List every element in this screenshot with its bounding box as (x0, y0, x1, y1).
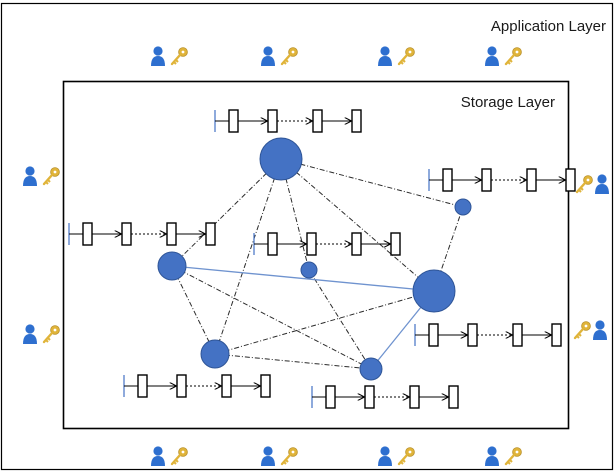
user-key-pair (378, 446, 415, 466)
user-icon (595, 174, 609, 194)
blockchain-icon (311, 385, 459, 409)
storage-node (300, 261, 318, 279)
user-icon (485, 446, 499, 466)
user-key-pair (573, 320, 607, 340)
block (364, 385, 375, 409)
user-key-pair (485, 46, 522, 66)
block (351, 109, 362, 133)
block (565, 168, 576, 192)
key-icon (42, 325, 60, 344)
key-icon (504, 47, 522, 66)
block (448, 385, 459, 409)
block (166, 222, 177, 246)
user-icon (23, 166, 37, 186)
storage-node (454, 198, 472, 216)
blockchain-icon (414, 323, 562, 347)
dashed-link-n3-n7 (171, 265, 372, 370)
block (526, 168, 537, 192)
storage-node (200, 339, 230, 369)
dashed-link-n1-n3 (171, 158, 282, 267)
key-icon (170, 47, 188, 66)
application-layer-label: Application Layer (491, 18, 606, 35)
block (428, 323, 439, 347)
key-icon (397, 447, 415, 466)
key-icon (42, 167, 60, 186)
user-icon (261, 446, 275, 466)
block (260, 374, 271, 398)
storage-layer-frame (62, 80, 570, 430)
blockchain-icon (428, 168, 576, 192)
user-icon (23, 324, 37, 344)
block (390, 232, 401, 256)
dashed-link-n6-n7 (214, 353, 372, 370)
storage-node (157, 251, 187, 281)
dashed-link-n1-n2 (280, 158, 464, 208)
dashed-link-n3-n6 (171, 265, 216, 355)
user-key-pair (23, 166, 60, 186)
key-icon (397, 47, 415, 66)
blockchain-icon (68, 222, 216, 246)
block (467, 323, 478, 347)
block (137, 374, 148, 398)
user-key-pair (261, 446, 298, 466)
block (442, 168, 453, 192)
blockchains (68, 109, 576, 409)
key-icon (573, 321, 591, 340)
block (409, 385, 420, 409)
key-icon (280, 47, 298, 66)
block (228, 109, 239, 133)
user-key-pair (151, 46, 188, 66)
dashed-link-n1-n5 (280, 158, 435, 292)
blockchain-icon (253, 232, 401, 256)
block (205, 222, 216, 246)
key-icon (575, 175, 593, 194)
user-icon (151, 46, 165, 66)
block (325, 385, 336, 409)
user-key-pair (261, 46, 298, 66)
application-users (23, 46, 609, 466)
storage-node (359, 357, 383, 381)
user-icon (378, 446, 392, 466)
user-key-pair (575, 174, 609, 194)
dashed-link-n4-n7 (308, 269, 372, 370)
block (306, 232, 317, 256)
dashed-link-n1-n4 (280, 158, 310, 271)
dashed-link-n6-n5 (214, 290, 435, 355)
block (512, 323, 523, 347)
storage-layer-label: Storage Layer (461, 94, 555, 111)
storage-node (412, 269, 456, 313)
user-icon (151, 446, 165, 466)
key-icon (504, 447, 522, 466)
block (267, 109, 278, 133)
key-icon (280, 447, 298, 466)
block (312, 109, 323, 133)
user-icon (378, 46, 392, 66)
storage-nodes (157, 137, 472, 381)
block (481, 168, 492, 192)
block (82, 222, 93, 246)
dashed-link-n1-n6 (214, 158, 282, 355)
node-links (171, 158, 464, 370)
solid-link-n3-n5 (171, 265, 435, 292)
block (176, 374, 187, 398)
user-icon (593, 320, 607, 340)
user-key-pair (485, 446, 522, 466)
user-icon (261, 46, 275, 66)
block (351, 232, 362, 256)
blockchain-icon (123, 374, 271, 398)
user-key-pair (151, 446, 188, 466)
user-icon (485, 46, 499, 66)
user-key-pair (378, 46, 415, 66)
key-icon (170, 447, 188, 466)
block (551, 323, 562, 347)
block (121, 222, 132, 246)
storage-node (259, 137, 303, 181)
blockchain-icon (214, 109, 362, 133)
block (267, 232, 278, 256)
block (221, 374, 232, 398)
user-key-pair (23, 324, 60, 344)
